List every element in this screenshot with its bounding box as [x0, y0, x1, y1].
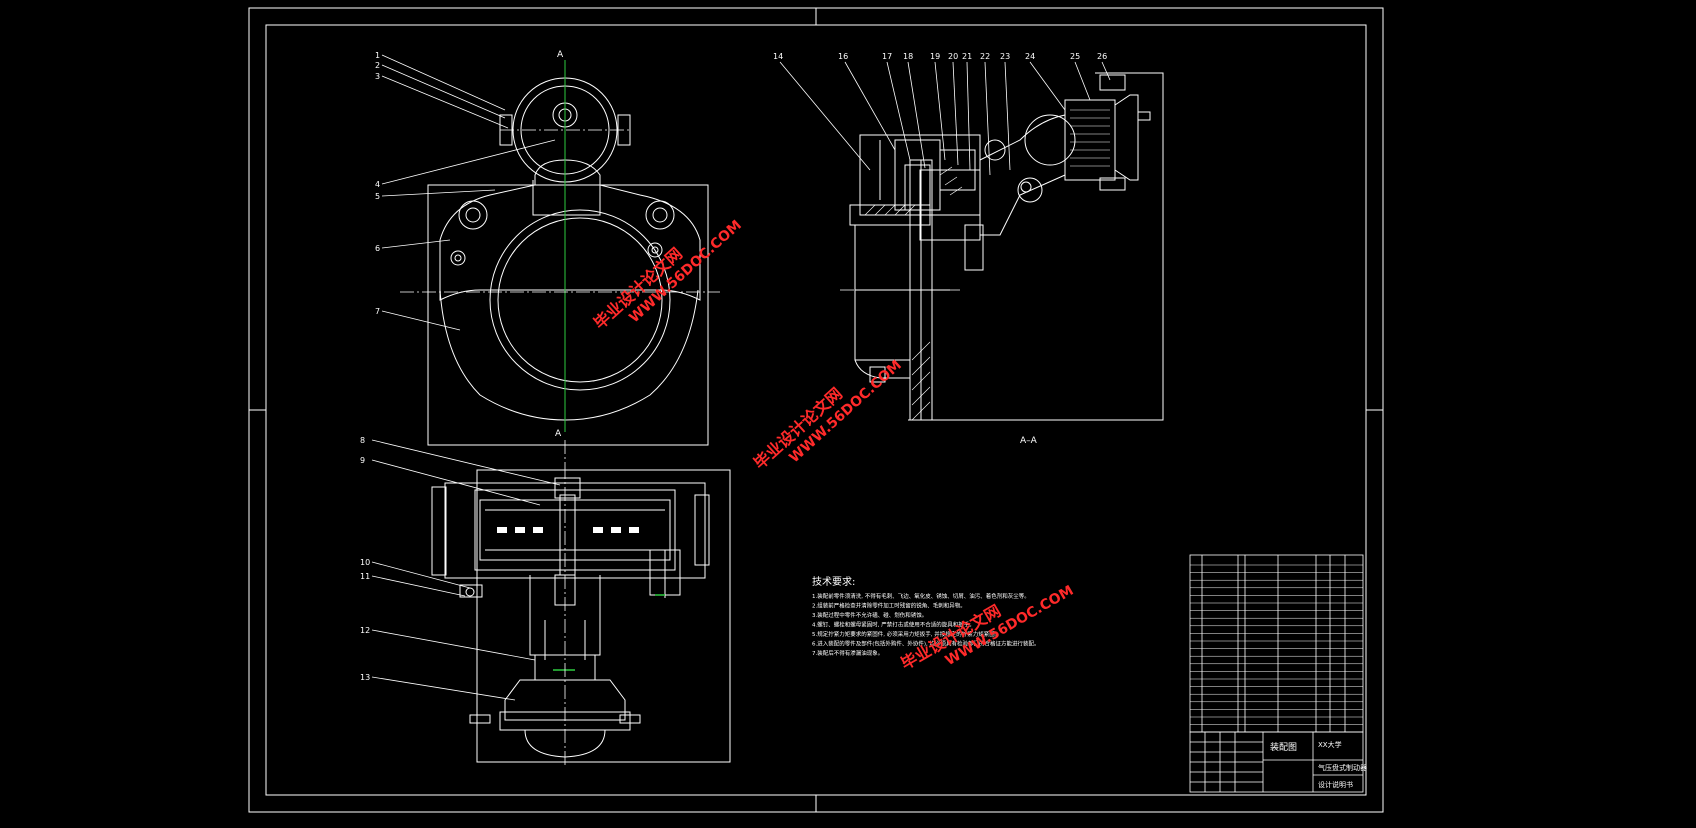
title-block [1189, 731, 1364, 793]
balloon-26: 26 [1097, 52, 1107, 61]
balloon-18: 18 [903, 52, 913, 61]
bottom-view-green-marks [553, 594, 665, 671]
bottom-view [431, 469, 731, 763]
parts-list-rows [1190, 564, 1363, 725]
tech-line: 7.装配后不得有渗漏油现象。 [812, 649, 883, 657]
balloon-8: 8 [360, 436, 365, 445]
title-code: 设计说明书 [1318, 780, 1353, 789]
section-mark-top: A [557, 50, 564, 60]
tech-requirements: 1.装配前零件须清洗, 不得有毛刺、飞边、氧化皮、锈蚀、切屑、油污、着色剂和灰尘… [812, 592, 1040, 657]
tech-line: 5.规定拧紧力矩要求的紧固件, 必须采用力矩扳手, 并按规定的拧紧力矩紧固。 [812, 630, 1000, 638]
balloon-12: 12 [360, 626, 370, 635]
balloon-20: 20 [948, 52, 958, 61]
balloon-11: 11 [360, 572, 370, 581]
sheet-border [248, 7, 1384, 813]
balloon-25: 25 [1070, 52, 1080, 61]
balloon-5: 5 [375, 192, 380, 201]
balloon-group-section: 14 16 17 18 19 20 21 22 23 24 25 26 [773, 52, 1107, 61]
title-sub: 气压盘式制动器 [1318, 763, 1367, 772]
balloon-14: 14 [773, 52, 783, 61]
section-hatch [864, 109, 1110, 421]
balloon-16: 16 [838, 52, 848, 61]
leaders-section [779, 61, 1111, 176]
balloon-19: 19 [930, 52, 940, 61]
balloon-group-bottom: 8 9 10 11 12 13 [360, 436, 370, 682]
balloon-10: 10 [360, 558, 370, 567]
parts-list-table [1189, 554, 1364, 733]
watermark-2: 毕业设计论文网 WWW.56DOC.COM [750, 357, 905, 473]
balloon-9: 9 [360, 456, 365, 465]
balloon-17: 17 [882, 52, 892, 61]
leaders-bottom [371, 439, 561, 701]
balloon-24: 24 [1025, 52, 1035, 61]
tech-line: 2.组装前严格检查并清除零件加工时残留的锐角、毛刺和异物。 [812, 602, 966, 610]
tech-title: 技术要求: [812, 575, 855, 588]
balloon-7: 7 [375, 307, 380, 316]
tech-line: 4.螺钉、螺栓和螺母紧固时, 严禁打击或使用不合适的旋具和扳手。 [812, 621, 975, 629]
section-label: A–A [1020, 436, 1038, 446]
centerlines [400, 129, 720, 465]
title-drawing-name: 装配图 [1270, 741, 1297, 753]
balloon-21: 21 [962, 52, 972, 61]
balloon-13: 13 [360, 673, 370, 682]
balloon-1: 1 [375, 51, 380, 60]
tech-line: 1.装配前零件须清洗, 不得有毛刺、飞边、氧化皮、锈蚀、切屑、油污、着色剂和灰尘… [812, 592, 1030, 600]
balloon-3: 3 [375, 72, 380, 81]
tech-line: 6.进入装配的零件及部件(包括外购件、外协件), 均必须具有检验部门的合格证方能… [812, 640, 1040, 648]
watermark-1: 毕业设计论文网 WWW.56DOC.COM [590, 217, 745, 333]
tech-line: 3.装配过程中零件不允许磕、碰、划伤和锈蚀。 [812, 611, 927, 619]
balloon-group-front: 12 3 4 5 6 7 [375, 51, 380, 316]
balloon-23: 23 [1000, 52, 1010, 61]
balloon-4: 4 [375, 180, 380, 189]
leaders-front [381, 54, 556, 331]
title-school: XX大学 [1318, 740, 1342, 749]
balloon-2: 2 [375, 61, 380, 70]
balloon-6: 6 [375, 244, 380, 253]
balloon-22: 22 [980, 52, 990, 61]
section-mark-bottom: A [555, 429, 562, 439]
bottom-view-slots [497, 527, 639, 533]
